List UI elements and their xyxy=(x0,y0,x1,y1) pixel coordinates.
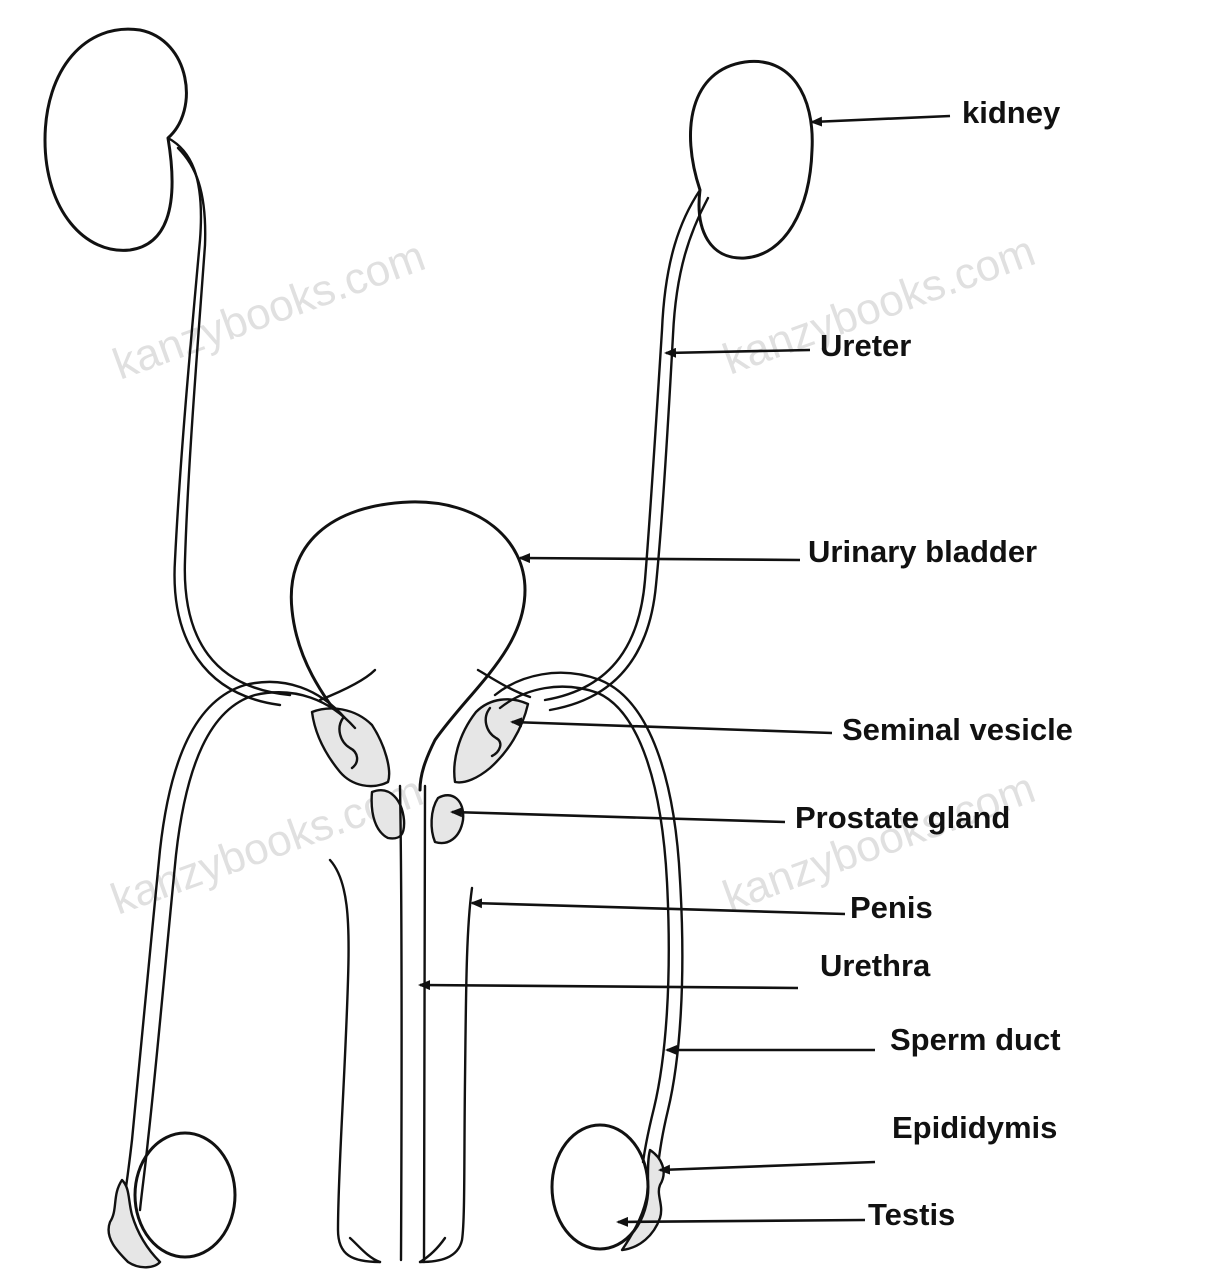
right-prostate-lobe xyxy=(432,795,464,843)
urethra-left-wall xyxy=(400,786,402,1260)
label-epididymis: Epididymis xyxy=(892,1110,1057,1145)
label-prostate-gland: Prostate gland xyxy=(795,800,1010,835)
watermark-text-1: kanzybooks.com xyxy=(107,231,432,389)
left-ureter-inner xyxy=(178,148,290,695)
label-seminal-vesicle: Seminal vesicle xyxy=(842,712,1073,747)
left-testis xyxy=(135,1133,235,1257)
left-ureter-outer xyxy=(168,138,280,705)
leader-epididymis xyxy=(660,1162,875,1170)
leader-urethra xyxy=(420,985,798,988)
label-testis: Testis xyxy=(868,1197,955,1232)
bladder-neck-right-mark xyxy=(478,670,530,697)
label-kidney: kidney xyxy=(962,95,1061,130)
penis-left-wall xyxy=(330,860,380,1262)
right-kidney xyxy=(690,61,812,258)
left-kidney xyxy=(45,29,186,250)
label-penis: Penis xyxy=(850,890,933,925)
leader-penis xyxy=(472,903,845,914)
leader-seminal-vesicle xyxy=(512,722,832,733)
right-ureter-inner xyxy=(550,198,708,710)
right-testis xyxy=(552,1125,648,1249)
penis-right-wall xyxy=(420,888,472,1262)
label-sperm-duct: Sperm duct xyxy=(890,1022,1061,1057)
right-epididymis xyxy=(622,1150,664,1250)
right-seminal-vesicle xyxy=(454,699,528,782)
label-ureter: Ureter xyxy=(820,328,911,363)
right-sperm-duct-inner xyxy=(500,687,669,1162)
bladder-neck-left-mark xyxy=(320,670,375,700)
leader-prostate-gland xyxy=(452,812,785,822)
leader-kidney xyxy=(812,116,950,122)
left-sperm-duct-outer xyxy=(122,682,345,1215)
left-sperm-duct-inner xyxy=(140,692,355,1210)
label-urinary-bladder: Urinary bladder xyxy=(808,534,1037,569)
urethra-right-wall xyxy=(424,786,425,1262)
label-urethra: Urethra xyxy=(820,948,931,983)
leader-urinary-bladder xyxy=(520,558,800,560)
right-ureter-outer xyxy=(545,190,700,700)
right-sperm-duct-outer xyxy=(495,673,682,1165)
